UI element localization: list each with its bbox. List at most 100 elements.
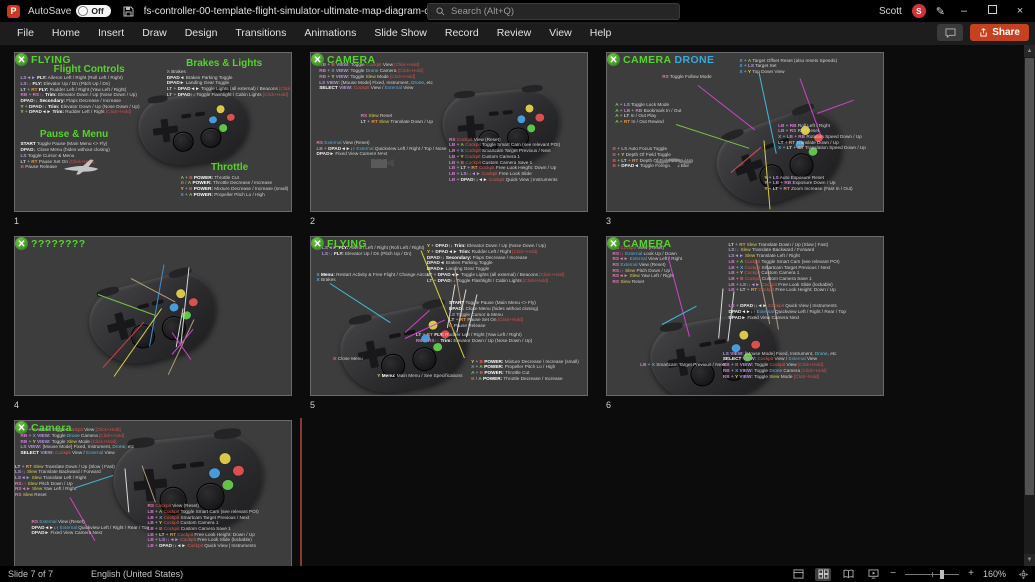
mapping-line: LS VIEW: [Mouse Mode] Fixed, Instrument,… (319, 79, 433, 85)
mapping-line: RS↓↑ Slew Pitch Down / Up (612, 267, 671, 273)
mapping-line: DPAD► Fixed View Camera Next (728, 314, 800, 320)
zoom-slider-thumb[interactable] (940, 569, 945, 579)
menu-review[interactable]: Review (496, 27, 532, 39)
mapping-line: LS Toggle Cursor & Menu (20, 152, 75, 158)
scroll-thumb[interactable] (1025, 58, 1034, 495)
section-heading: Pause & Menu (39, 128, 109, 140)
menu-insert[interactable]: Insert (97, 27, 125, 39)
mapping-line: Y + LB + RB Exposure Down / Up (764, 180, 836, 186)
menu-view[interactable]: View (549, 27, 572, 39)
slide-show-button[interactable] (865, 568, 881, 581)
menu-transitions[interactable]: Transitions (235, 27, 287, 39)
menu-slide-show[interactable]: Slide Show (374, 27, 427, 39)
save-icon[interactable] (123, 6, 134, 17)
xbox-logo-icon (607, 237, 620, 250)
mapping-line: DPAD► Landing Gear Toggle (166, 80, 230, 86)
section-heading: Flight Controls (53, 64, 125, 76)
menu-design[interactable]: Design (184, 27, 218, 39)
toggle-knob-icon (78, 6, 89, 16)
mapping-line: RS↓↑ Slew Pitch Down / Up (15, 480, 73, 486)
mapping-line: B Close Menu (333, 355, 363, 361)
mapping-line: LS↑↓ Slew Translate Backward / Forward (15, 469, 101, 475)
menu-draw[interactable]: Draw (142, 27, 167, 39)
comments-button[interactable] (937, 24, 964, 41)
normal-view-button[interactable] (790, 568, 806, 581)
document-title[interactable]: fs-controller-00-template-flight-simulat… (143, 5, 482, 17)
slide-thumbnail-3[interactable]: X + A Target Offset Reset (also resets S… (606, 52, 884, 212)
zoom-in-button[interactable]: + (968, 568, 974, 579)
mapping-line: LB + LT + RT Cockpit Free Look Height: D… (449, 165, 557, 171)
section-heading: Throttle (210, 162, 249, 174)
share-icon (980, 28, 987, 37)
mapping-line: RS◄► Slew Yaw Left / Right (15, 486, 77, 492)
mapping-line: X + A POWER: Propeller Pitch Lo / High (471, 364, 556, 370)
menu-record[interactable]: Record (444, 27, 479, 39)
scroll-down-button[interactable]: ▼ (1024, 554, 1035, 566)
slide-thumbnail-4[interactable]: ???????? (14, 236, 292, 396)
vertical-scrollbar[interactable]: ▲ ▼ (1024, 45, 1035, 566)
slide-thumbnail-6[interactable]: RS Cockpit View (Reset)RS↑↓ External Loo… (606, 236, 884, 396)
mapping-line: B / A POWER: Throttle Decrease / Increas… (180, 180, 273, 186)
ink-pen-icon[interactable]: ✎ (935, 5, 945, 18)
mapping-line: B + LT + RT Depth Of Field Down / Up (612, 157, 694, 163)
mapping-line: DPAD↓ Close Menu (hides without closing) (449, 305, 539, 311)
scroll-up-button[interactable]: ▲ (1024, 45, 1035, 57)
search-icon (436, 7, 445, 16)
mapping-line: LB + DPAD↑↓◄► Cockpit Quick View | Instr… (449, 176, 558, 182)
mapping-line: LS◄► FLY: Aileron Left / Right (Roll Lef… (322, 244, 425, 250)
menu-help[interactable]: Help (589, 27, 612, 39)
comment-icon (945, 27, 956, 38)
fit-to-window-button[interactable] (1015, 568, 1031, 581)
slide-thumbnail-7[interactable]: RB + B VIEW: Toggle Cockpit View [Click+… (14, 420, 292, 566)
mode-badge: CAMERA (311, 53, 375, 66)
mapping-line: DPAD◄►↓↑ External Quickview Left / Right… (31, 524, 150, 530)
mapping-line: LB + Y Cockpit Custom Camera 1 (449, 153, 520, 159)
mapping-line: DPAD◄ Brakes Parking Toggle (166, 74, 233, 80)
search-input[interactable]: Search (Alt+Q) (427, 3, 680, 20)
zoom-slider[interactable] (905, 569, 960, 579)
zoom-out-button[interactable]: − (890, 568, 897, 579)
mapping-line: LT + DPAD◄► Toggle Lights (all external)… (426, 271, 565, 277)
controller-image (134, 85, 255, 171)
mapping-line: LB + B Cockpit Custom Camera Save 1 (449, 159, 533, 165)
slide-sorter-view-button[interactable] (815, 567, 832, 581)
reading-view-button[interactable] (840, 568, 856, 581)
mapping-line: LB + DPAD↑↓◄► Cockpit Quick View | Instr… (728, 303, 837, 309)
language-status[interactable]: English (United States) (91, 569, 184, 579)
mapping-line: Y + DPAD◄► Trim: Rudder Left / Right [Cl… (426, 249, 538, 255)
menu-animations[interactable]: Animations (304, 27, 357, 39)
mapping-line: X Brakes (316, 277, 336, 283)
mapping-line: SELECT VIEW: Cockpit View / External Vie… (20, 450, 115, 456)
mapping-line: LS◄► Slew Translate Left / Right (15, 475, 87, 481)
mapping-line: LB + A Cockpit Toggle Smart Cam (see rel… (147, 508, 259, 514)
mapping-line: A + RT In / Out Rewind (615, 119, 664, 125)
mapping-line: RB + RS↑↓ Trim: Elevator Down / Up (Nose… (20, 92, 137, 98)
mapping-line: LT + DPAD↑↓ Toggle Flashlight / Cabin Li… (166, 91, 288, 97)
powerpoint-app-icon[interactable]: P (7, 4, 20, 18)
insertion-indicator (300, 418, 302, 566)
avatar[interactable]: S (911, 4, 926, 18)
mapping-line: RS↑↓ External Look Up / Down (612, 250, 677, 256)
share-button[interactable]: Share (970, 24, 1029, 41)
mapping-line: Y + LS Auto Exposure Reset (764, 174, 825, 180)
mapping-line: LT + DPAD↑↓ Toggle Flashlight / Cabin Li… (426, 277, 549, 283)
mapping-line: LB + Y Cockpit Custom Camera 1 (728, 270, 800, 276)
mapping-line: B + LS Auto Focus Toggle (612, 146, 668, 152)
menu-home[interactable]: Home (51, 27, 80, 39)
restore-button[interactable] (983, 0, 1001, 22)
mapping-line: DPAD↓ Close Menu (hides without closing) (20, 147, 110, 153)
mapping-line: RS Toggle Follow Mode (662, 73, 712, 79)
minimize-button[interactable]: – (960, 5, 968, 17)
slide-thumbnail-5[interactable]: LS◄► FLY: Aileron Left / Right (Roll Lef… (310, 236, 588, 396)
menu-file[interactable]: File (17, 27, 34, 39)
slide-thumbnail-2[interactable]: RB + B VIEW: Toggle Cockpit View [Click+… (310, 52, 588, 212)
zoom-level[interactable]: 160% (982, 569, 1006, 579)
mapping-line: RS◄► External View Left / Right (612, 256, 683, 262)
autosave-toggle[interactable]: AutoSave Off (28, 5, 111, 17)
controller-image (707, 99, 855, 211)
autosave-label: AutoSave (28, 5, 72, 17)
close-button[interactable]: × (1016, 5, 1024, 17)
mapping-line: X + LB + RB Rotation Speed Down / Up (778, 133, 862, 139)
